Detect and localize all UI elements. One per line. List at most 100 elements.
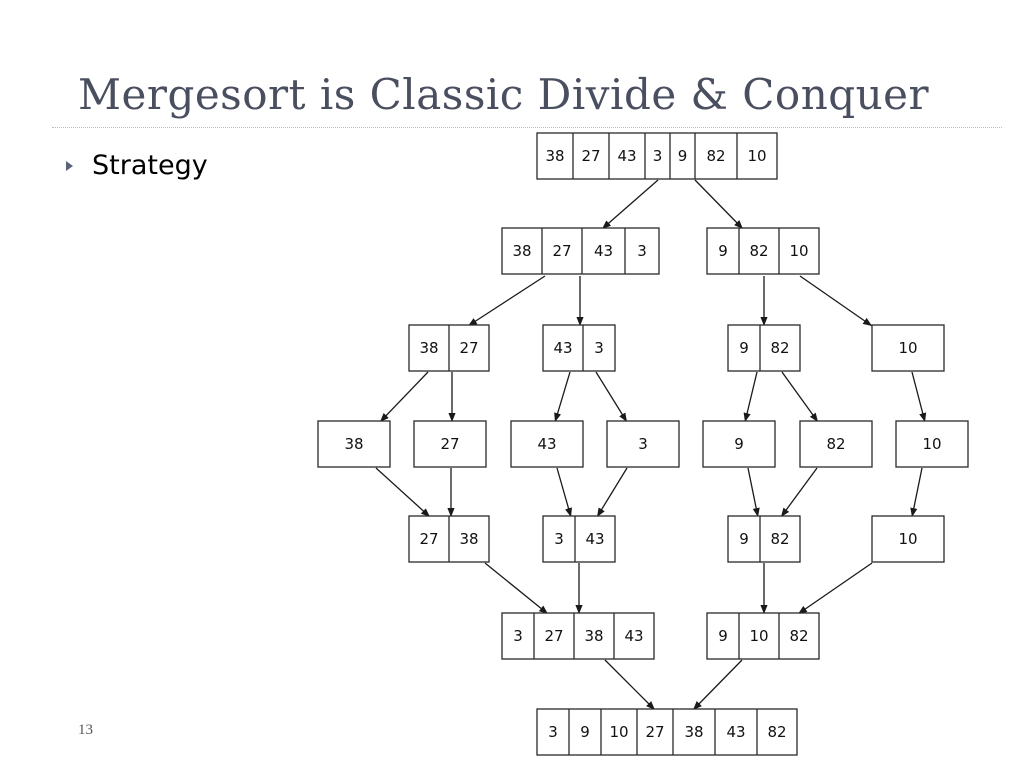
array-cell-value: 9 (718, 242, 728, 260)
arrow-m1d-to-m2b (797, 562, 873, 615)
arrow-d2a-to-s38 (379, 371, 429, 423)
array-cell-value: 43 (585, 530, 604, 548)
array-box-frame (536, 708, 798, 756)
array-cell-value: 10 (898, 339, 917, 357)
array-box-s27: 27 (413, 420, 487, 468)
array-cell-value: 27 (645, 723, 664, 741)
arrow-m2b-to-res (692, 659, 743, 711)
array-box-frame (413, 420, 487, 468)
array-cell-value: 3 (594, 339, 604, 357)
array-cell-value: 3 (653, 147, 663, 165)
array-box-d1b: 9 82 10 (706, 227, 820, 275)
array-cell-value: 43 (553, 339, 572, 357)
array-box-frame (317, 420, 391, 468)
bullet-text: Strategy (92, 150, 208, 181)
array-cell-value: 10 (749, 627, 768, 645)
array-cell-value: 27 (544, 627, 563, 645)
array-cell-value: 9 (678, 147, 688, 165)
array-cell-value: 9 (739, 339, 749, 357)
arrow-m1a-to-m2a (484, 562, 549, 615)
array-box-frame (706, 612, 820, 660)
arrow-s9-to-m1c (747, 467, 760, 518)
array-cell-value: 9 (580, 723, 590, 741)
array-cell-value: 3 (513, 627, 523, 645)
array-cell-value: 27 (419, 530, 438, 548)
array-cell-value: 82 (826, 435, 845, 453)
array-cell-value: 9 (739, 530, 749, 548)
edges-layer (375, 179, 927, 711)
array-cell-value: 82 (770, 530, 789, 548)
array-cell-value: 38 (545, 147, 564, 165)
arrow-r0-to-d1b (694, 179, 744, 230)
array-box-d2c: 9 82 (727, 324, 801, 372)
arrow-d2d-to-s10 (911, 371, 927, 423)
arrow-s82-to-m1c (780, 467, 818, 518)
bullet-item: Strategy (66, 150, 208, 181)
arrow-d1b-to-d2d (799, 275, 873, 327)
array-cell-value: 82 (706, 147, 725, 165)
array-cell-value: 38 (419, 339, 438, 357)
array-box-m2b: 9 10 82 (706, 612, 820, 660)
array-cell-value: 10 (747, 147, 766, 165)
array-cell-value: 27 (459, 339, 478, 357)
array-box-d1a: 38 27 43 3 (501, 227, 660, 275)
arrow-d1a-to-d2a (467, 275, 546, 327)
array-cell-value: 27 (440, 435, 459, 453)
array-box-frame (542, 324, 616, 372)
array-box-d2b: 43 3 (542, 324, 616, 372)
array-cell-value: 43 (537, 435, 556, 453)
array-cell-value: 43 (726, 723, 745, 741)
array-cell-value: 38 (684, 723, 703, 741)
arrow-s10-to-m1d (910, 467, 923, 518)
arrow-d2c-to-s9 (743, 371, 758, 423)
array-cell-value: 82 (749, 242, 768, 260)
triangle-bullet-icon (66, 160, 73, 171)
array-box-s3: 3 (606, 420, 680, 468)
arrow-d2b-to-s3 (595, 371, 628, 423)
array-box-m1d: 10 (871, 515, 945, 563)
arrow-d2c-to-s82 (781, 371, 819, 423)
array-box-s9: 9 (702, 420, 776, 468)
arrow-d2b-to-s43 (554, 371, 571, 423)
page-number: 13 (78, 722, 93, 738)
array-box-frame (606, 420, 680, 468)
array-cell-value: 3 (637, 242, 647, 260)
array-cell-value: 9 (718, 627, 728, 645)
array-cell-value: 3 (548, 723, 558, 741)
array-cell-value: 43 (624, 627, 643, 645)
array-cell-value: 82 (770, 339, 789, 357)
arrow-m2a-to-res (604, 659, 656, 711)
array-box-frame (895, 420, 969, 468)
array-box-frame (501, 227, 660, 275)
array-cell-value: 82 (767, 723, 786, 741)
array-cell-value: 27 (581, 147, 600, 165)
array-box-s82: 82 (799, 420, 873, 468)
array-box-s43: 43 (510, 420, 584, 468)
array-cell-value: 10 (789, 242, 808, 260)
array-box-frame (871, 324, 945, 372)
array-box-frame (799, 420, 873, 468)
arrow-s38-to-m1a (375, 467, 431, 518)
arrow-s3-to-m1b (596, 467, 628, 518)
arrow-s43-to-m1b (556, 467, 572, 518)
array-cell-value: 43 (594, 242, 613, 260)
array-box-d2a: 38 27 (408, 324, 490, 372)
array-box-frame (727, 324, 801, 372)
title-divider (52, 127, 1002, 128)
array-box-m1c: 9 82 (727, 515, 801, 563)
array-box-frame (871, 515, 945, 563)
array-box-s10: 10 (895, 420, 969, 468)
array-box-frame (702, 420, 776, 468)
array-cell-value: 10 (609, 723, 628, 741)
array-cell-value: 82 (789, 627, 808, 645)
array-cell-value: 38 (459, 530, 478, 548)
array-cell-value: 3 (554, 530, 564, 548)
array-box-m1a: 27 38 (408, 515, 490, 563)
array-cell-value: 27 (552, 242, 571, 260)
array-cell-value: 38 (512, 242, 531, 260)
